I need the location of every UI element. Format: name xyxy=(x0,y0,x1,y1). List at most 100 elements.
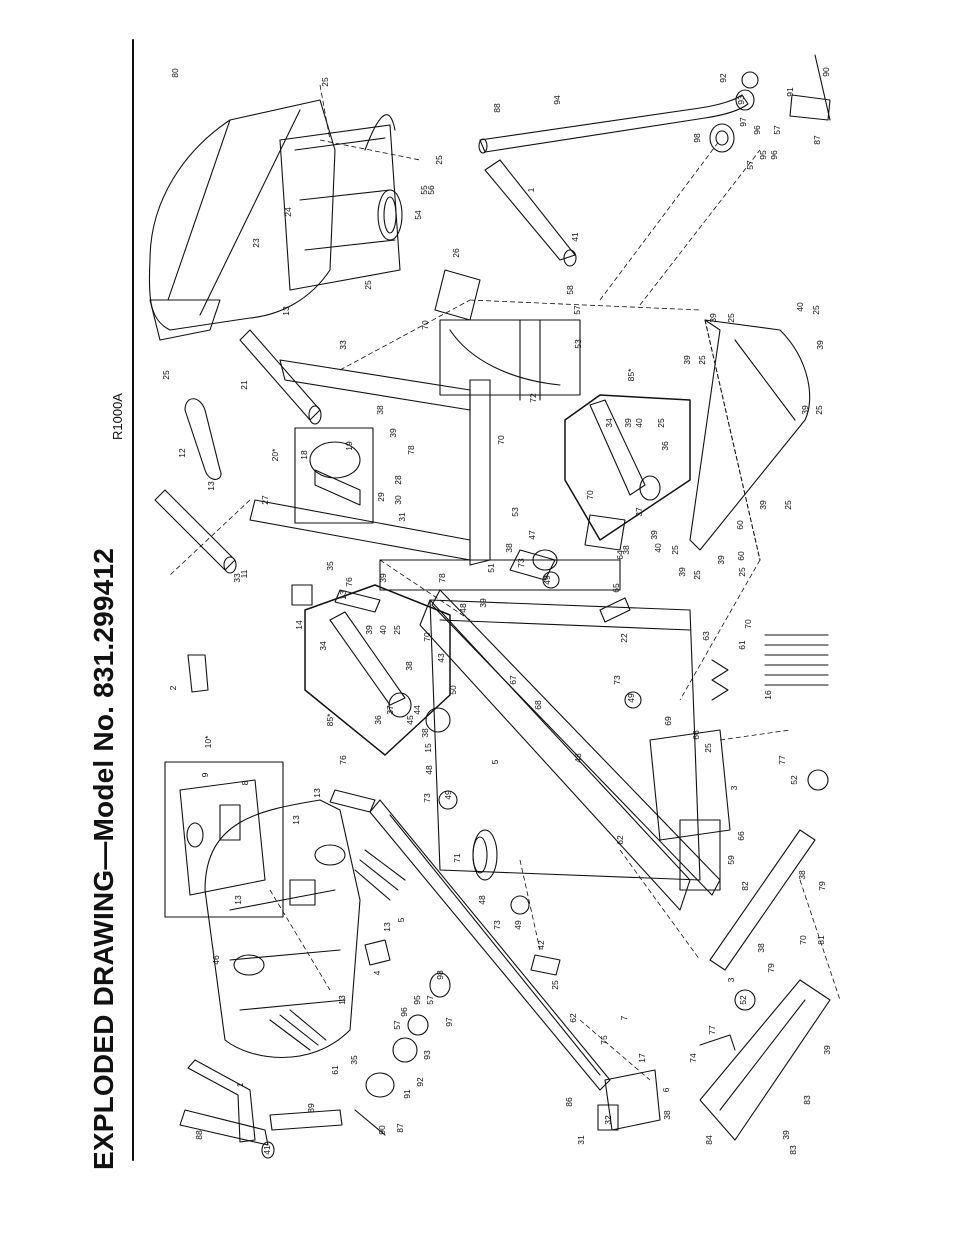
part-callout: 78 xyxy=(437,573,447,583)
part-callout: 65 xyxy=(611,583,621,593)
part-callout: 5 xyxy=(490,759,500,764)
part-callout: 3 xyxy=(726,977,736,982)
part-callout: 89 xyxy=(306,1103,316,1113)
belt-loop xyxy=(377,189,403,241)
bracket-2 xyxy=(187,654,209,693)
part-callout: 53 xyxy=(573,339,583,349)
part-callout: 98 xyxy=(435,970,445,980)
part-callout: 88 xyxy=(194,1130,204,1140)
part-callout: 20* xyxy=(270,448,280,461)
part-callout: 36 xyxy=(373,715,383,725)
part-callout: 34 xyxy=(604,418,614,428)
part-callout: 39 xyxy=(364,625,374,635)
deck-board xyxy=(429,599,701,881)
part-callout: 39 xyxy=(815,340,825,350)
left-tube-lower xyxy=(154,489,236,571)
part-callout: 25 xyxy=(434,155,444,165)
bracket-14 xyxy=(291,584,313,606)
part-callout: 70 xyxy=(496,435,506,445)
motor-inset-box xyxy=(294,427,374,524)
part-callout: 25 xyxy=(703,743,713,753)
part-callout: 93 xyxy=(422,1050,432,1060)
part-callout: 25 xyxy=(814,405,824,415)
part-callout: 25 xyxy=(550,980,560,990)
upright-left xyxy=(187,1059,256,1143)
part-callout: 25 xyxy=(670,545,680,555)
part-callout: 87 xyxy=(812,135,822,145)
part-callout: 1 xyxy=(526,187,536,192)
part-callout: 35 xyxy=(325,561,335,571)
part-callout: 85* xyxy=(325,713,335,726)
part-callout: 39 xyxy=(478,598,488,608)
part-callout: 41 xyxy=(262,1145,272,1155)
part-callout: 39 xyxy=(388,428,398,438)
handrail-end-right xyxy=(789,94,831,121)
part-callout: 70 xyxy=(585,490,595,500)
part-callout: 1 xyxy=(235,1082,245,1087)
part-callout: 39 xyxy=(800,405,810,415)
part-callout: 42 xyxy=(536,940,546,950)
console-body xyxy=(204,799,361,1058)
wire-harness-71 xyxy=(472,829,498,881)
part-callout: 6 xyxy=(661,1087,671,1092)
endcap-91 xyxy=(365,1072,395,1098)
part-callout: 61 xyxy=(330,1065,340,1075)
part-callout: 35 xyxy=(349,1055,359,1065)
part-callout: 13 xyxy=(233,895,243,905)
bracket-74 xyxy=(699,1034,736,1051)
part-callout: 49 xyxy=(513,920,523,930)
part-callout: 67 xyxy=(508,675,518,685)
hardware-16 xyxy=(764,634,829,686)
part-callout: 66 xyxy=(691,730,701,740)
part-callout: 97 xyxy=(444,1017,454,1027)
bracket-4 xyxy=(364,939,391,966)
part-callout: 25 xyxy=(737,567,747,577)
part-callout: 5 xyxy=(396,917,406,922)
part-callout: 25 xyxy=(783,500,793,510)
side-rail-60 xyxy=(689,319,811,551)
part-callout: 13 xyxy=(281,306,291,316)
part-callout: 55 xyxy=(419,185,429,195)
part-callout: 40 xyxy=(378,625,388,635)
part-callout: 40 xyxy=(653,543,663,553)
part-callout: 70 xyxy=(422,632,432,642)
part-callout: 46 xyxy=(211,955,221,965)
bracket-76-lower xyxy=(329,789,376,813)
part-callout: 25 xyxy=(811,305,821,315)
guard-65 xyxy=(599,597,631,623)
part-callout: 26 xyxy=(451,248,461,258)
part-callout: 76 xyxy=(344,577,354,587)
part-callout: 83 xyxy=(788,1145,798,1155)
part-callout: 87 xyxy=(395,1123,405,1133)
part-callout: 96 xyxy=(399,1007,409,1017)
part-callout: 66 xyxy=(736,831,746,841)
part-callout: 61 xyxy=(737,640,747,650)
part-callout: 32 xyxy=(603,1115,613,1125)
part-callout: 41 xyxy=(570,232,580,242)
part-callout: 48 xyxy=(573,753,583,763)
part-callout: 74 xyxy=(688,1053,698,1063)
part-callout: 92 xyxy=(718,73,728,83)
part-callout: 73 xyxy=(516,558,526,568)
hood-base xyxy=(149,299,221,341)
incline-bracket-85-upper xyxy=(564,394,691,541)
part-callout: 57 xyxy=(392,1020,402,1030)
part-callout: 38 xyxy=(621,545,631,555)
bracket-42 xyxy=(530,954,561,976)
part-callout: 47 xyxy=(527,530,537,540)
part-callout: 49 xyxy=(443,790,453,800)
part-callout: 13 xyxy=(312,788,322,798)
part-callout: 25 xyxy=(161,370,171,380)
part-callout: 71 xyxy=(452,853,462,863)
part-callout: 25 xyxy=(392,625,402,635)
part-callout: 57 xyxy=(772,125,782,135)
part-callout: 34 xyxy=(318,641,328,651)
part-callout: 38 xyxy=(662,1110,672,1120)
part-callout: 37 xyxy=(385,705,395,715)
part-callout: 14 xyxy=(294,620,304,630)
part-callout: 60 xyxy=(735,520,745,530)
part-callout: 68 xyxy=(533,700,543,710)
upright-post xyxy=(249,499,471,561)
part-callout: 53 xyxy=(510,507,520,517)
